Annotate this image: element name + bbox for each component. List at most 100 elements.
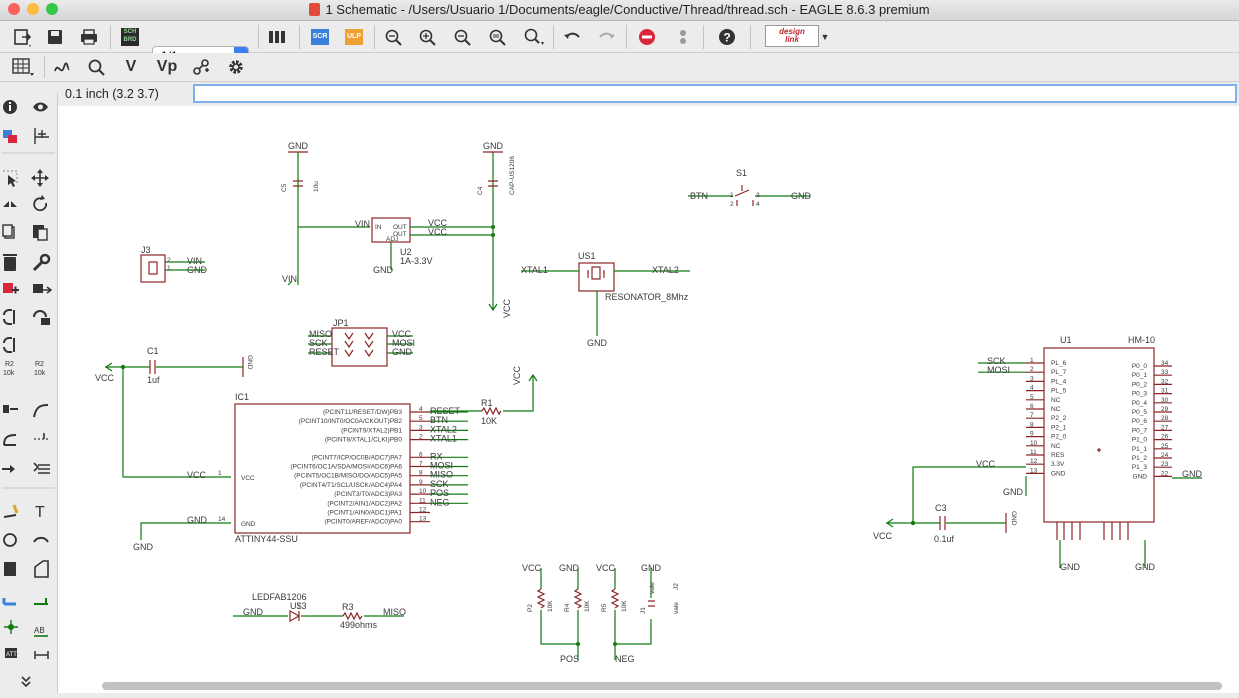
regulator-u2[interactable]: VIN IN OUT OUT ADJ VCC VCC GND U2 1A-3.3… (355, 217, 495, 275)
net-icon[interactable] (190, 56, 212, 78)
led-u3-r3[interactable]: LEDFAB1206 U$3 GND R3 499ohms MISO (233, 592, 406, 630)
zoom-area-icon[interactable] (521, 26, 547, 48)
rotate-icon[interactable] (33, 195, 47, 212)
command-line-input[interactable] (193, 84, 1237, 103)
mark-icon[interactable] (34, 128, 49, 144)
ripup-icon[interactable] (33, 462, 50, 474)
attribute-icon[interactable] (5, 648, 17, 658)
line-draw-icon[interactable] (3, 504, 19, 518)
help-icon[interactable]: ? (716, 26, 738, 48)
polygon-icon[interactable] (34, 560, 49, 578)
show-icon[interactable] (85, 56, 107, 78)
capacitor-c5[interactable]: GND C5 10u VIN (281, 141, 370, 286)
zoom-redraw-icon[interactable] (486, 26, 508, 48)
circle-icon[interactable] (3, 533, 17, 547)
redo-icon[interactable] (596, 26, 618, 48)
resonator-us1[interactable]: US1 XTAL1 XTAL2 RESONATOR_8Mhz GND (521, 251, 690, 348)
junction-icon[interactable] (4, 620, 18, 634)
grid-icon[interactable] (8, 56, 38, 78)
mirror-icon[interactable] (3, 201, 17, 207)
bus-icon[interactable] (2, 598, 16, 606)
resistor-r1[interactable]: R1 10K VCC (430, 365, 538, 426)
value-button[interactable]: V (125, 58, 137, 75)
copy-icon[interactable] (2, 224, 15, 239)
capacitor-c4[interactable]: GND C4 CAP-US1206 VCC (477, 141, 516, 318)
sch-brd-switch-button[interactable]: SCH BRD (119, 26, 141, 48)
settings-gear-icon[interactable] (225, 56, 247, 78)
wire-style-icon[interactable] (51, 56, 73, 78)
go-icon[interactable] (672, 26, 694, 48)
eye-icon[interactable] (33, 102, 48, 112)
move-icon[interactable] (3, 170, 18, 187)
save-icon[interactable] (44, 26, 66, 48)
move-cross-icon[interactable] (31, 169, 49, 187)
close-window-button[interactable] (8, 3, 20, 15)
library-icon[interactable] (266, 26, 290, 48)
zoom-in-icon[interactable] (416, 26, 438, 48)
text-tool-button[interactable]: T (35, 504, 45, 521)
horizontal-scrollbar[interactable] (102, 682, 1222, 690)
delete-trash-icon[interactable] (3, 254, 17, 271)
miter-icon[interactable] (33, 404, 49, 418)
net-draw-icon[interactable] (34, 598, 48, 605)
print-icon[interactable] (78, 26, 100, 48)
arc-icon[interactable] (33, 536, 49, 543)
smash-icon[interactable] (3, 405, 18, 413)
chevron-down-icon[interactable]: ▼ (820, 32, 830, 42)
ulp-button[interactable]: ULP (341, 26, 367, 48)
switch-s1[interactable]: S1 1 2 3 4 BTN GND (688, 168, 812, 208)
header-jp1[interactable]: JP1 MISO SCK RESET VCC MOSI GND (308, 318, 415, 367)
microcontroller-ic1[interactable]: IC1 ATTINY44-SSU VCC GND 1 14 GND GND VC… (133, 392, 468, 552)
add-part-icon[interactable] (3, 283, 19, 294)
paste-icon[interactable] (33, 225, 48, 241)
resistors-p2-r4-r5[interactable]: VCC GND VCC GND P2 10K R4 10K R5 10K J1 … (522, 563, 680, 664)
zoom-fit-icon[interactable] (382, 26, 404, 48)
open-icon[interactable] (10, 26, 34, 48)
script-button[interactable]: SCR (307, 26, 333, 48)
schematic-canvas[interactable]: .net{stroke:#127a12;stroke-width:1.2;fil… (58, 106, 1239, 693)
optimize-icon[interactable] (34, 433, 48, 440)
capacitor-c3[interactable]: VCC C3 0.1uf GND (873, 503, 1017, 544)
pin-swap-icon[interactable] (33, 310, 50, 325)
layer-display-icon[interactable] (3, 130, 17, 143)
info-icon[interactable] (3, 100, 17, 114)
stop-icon[interactable] (636, 26, 658, 48)
split-icon[interactable] (3, 434, 17, 446)
invoke-icon[interactable] (3, 337, 15, 353)
zoom-window-button[interactable] (46, 3, 58, 15)
zoom-out-icon[interactable] (451, 26, 473, 48)
undo-icon[interactable] (561, 26, 583, 48)
